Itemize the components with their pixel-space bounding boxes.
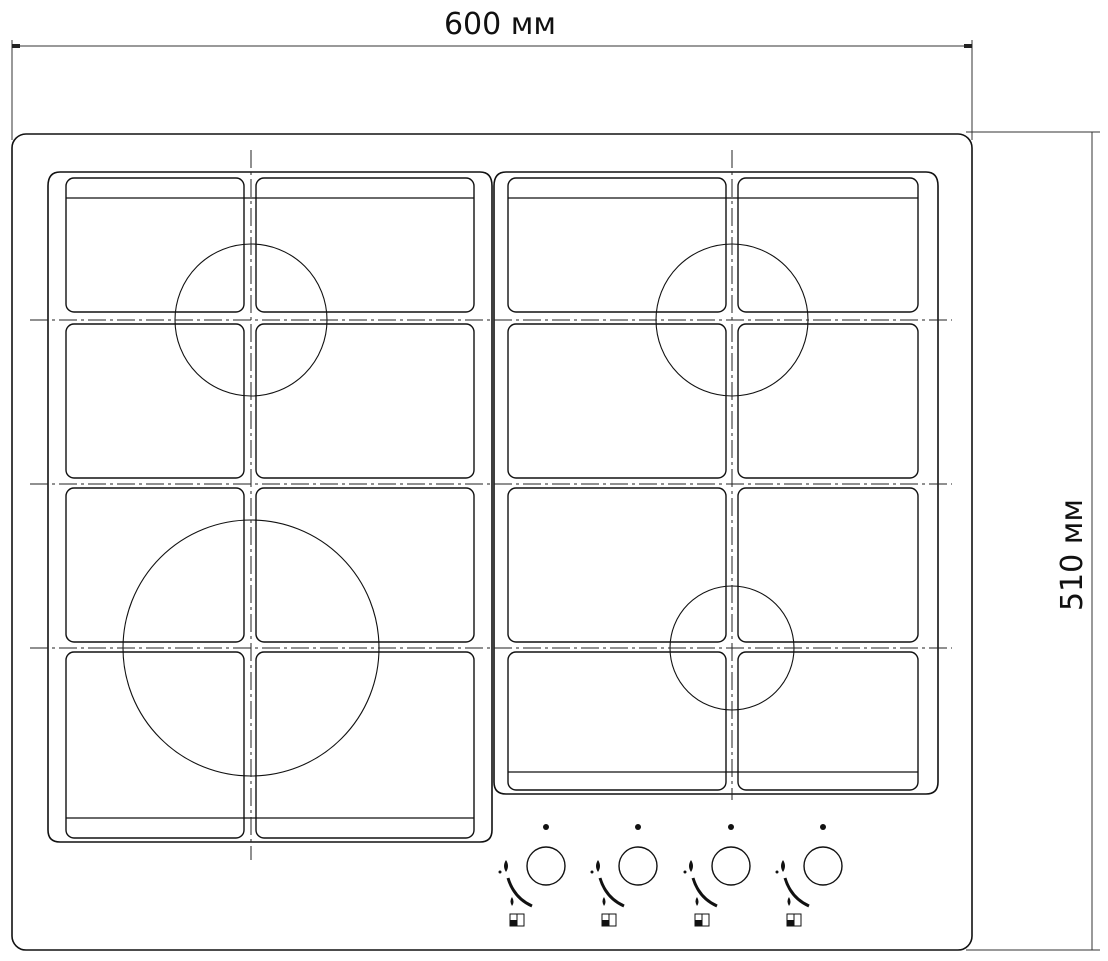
left-grate-cell [65, 177, 245, 313]
knob-4[interactable] [775, 824, 843, 927]
knob-dial[interactable] [803, 846, 843, 886]
left-grate-cell [255, 651, 475, 839]
left-grate-cell [255, 487, 475, 643]
width-dimension: 600 мм [11, 7, 973, 140]
left-grate-cell [65, 487, 245, 643]
height-dimension: 510 мм [966, 131, 1100, 951]
right-grate-cell [507, 177, 727, 313]
right-grate-cell [737, 487, 919, 643]
width-arrow-left [12, 44, 20, 48]
flame-high-low-icon [775, 860, 810, 927]
right-grate-cell [507, 651, 727, 791]
left-grate-cell [65, 651, 245, 839]
left-grate-cell [255, 177, 475, 313]
knob-dial[interactable] [526, 846, 566, 886]
left-grate [47, 171, 493, 843]
control-panel [498, 824, 843, 927]
knob-indicator-dot [820, 824, 826, 830]
knob-3[interactable] [683, 824, 751, 927]
width-dimension-label: 600 мм [444, 7, 556, 42]
center-lines [30, 150, 952, 860]
right-grate-cell [737, 177, 919, 313]
right-grate-frame [493, 171, 939, 795]
knob-indicator-dot [728, 824, 734, 830]
left-grate-frame [47, 171, 493, 843]
knob-indicator-dot [543, 824, 549, 830]
knob-dial[interactable] [618, 846, 658, 886]
flame-high-low-icon [498, 860, 533, 927]
knob-2[interactable] [590, 824, 658, 927]
left-grate-cell [65, 323, 245, 479]
knob-dial[interactable] [711, 846, 751, 886]
width-arrow-right [964, 44, 972, 48]
right-grate-cell [737, 651, 919, 791]
right-grate-cell [737, 323, 919, 479]
right-grate [493, 171, 939, 795]
flame-high-low-icon [683, 860, 718, 927]
knob-1[interactable] [498, 824, 566, 927]
right-grate-cell [507, 487, 727, 643]
right-grate-cell [507, 323, 727, 479]
height-dimension-label: 510 мм [1055, 499, 1090, 611]
left-grate-cell [255, 323, 475, 479]
flame-high-low-icon [590, 860, 625, 927]
hob-outline [11, 133, 973, 951]
knob-indicator-dot [635, 824, 641, 830]
